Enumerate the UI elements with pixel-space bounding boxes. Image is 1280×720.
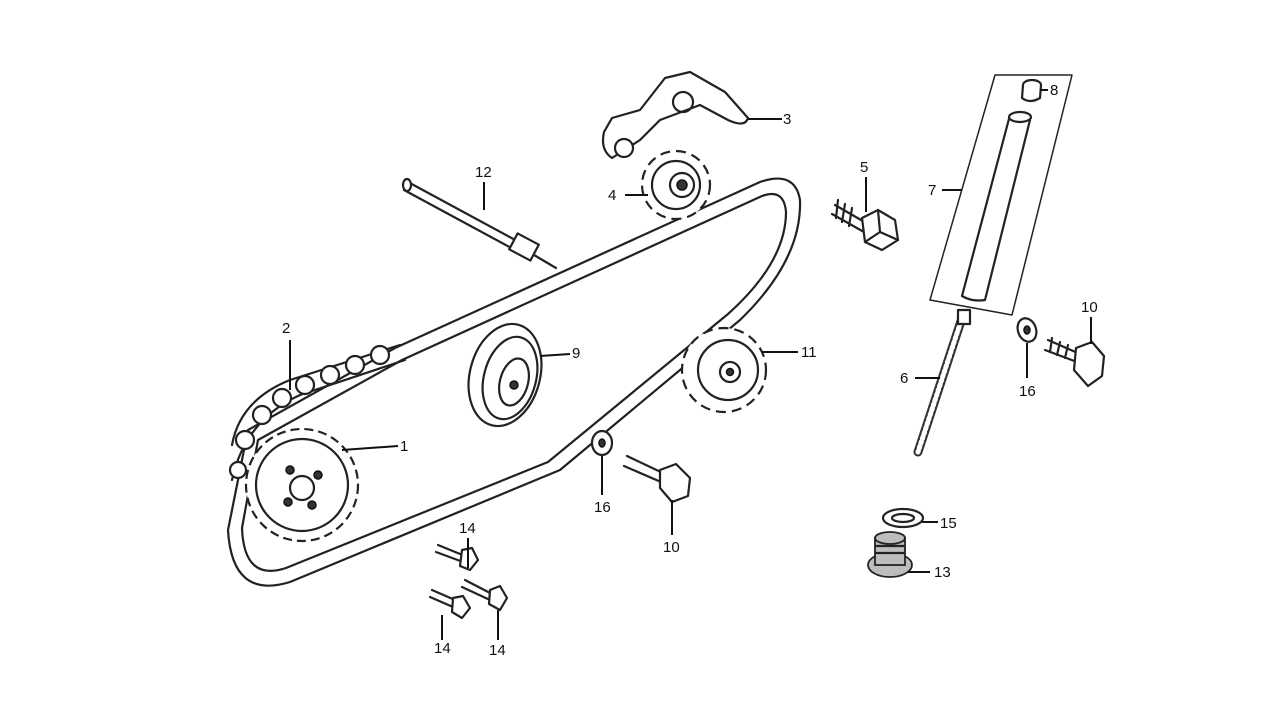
washer-16-center [590, 429, 614, 457]
tensioner-bracket [601, 70, 750, 160]
callout-9: 9 [572, 345, 580, 362]
plug-13 [867, 531, 913, 578]
callout-10a: 10 [1081, 299, 1098, 316]
callout-11: 11 [801, 344, 817, 361]
callout-2: 2 [282, 320, 290, 337]
callout-8: 8 [1050, 82, 1058, 99]
callout-7: 7 [928, 182, 936, 199]
callout-3: 3 [783, 111, 791, 128]
callout-14b: 14 [434, 640, 451, 657]
drive-sprocket [244, 427, 360, 543]
leader-lines [289, 89, 1092, 640]
tensioner-spring [913, 308, 972, 457]
bolt-14-c [428, 588, 472, 620]
bolt-5 [830, 198, 900, 252]
callout-12: 12 [475, 164, 492, 181]
bolt-10-center [622, 454, 692, 504]
callout-5: 5 [860, 159, 868, 176]
callouts: 1 2 3 4 5 6 7 8 9 10 10 11 12 13 14 14 1… [282, 82, 1098, 659]
callout-15: 15 [940, 515, 957, 532]
bolt-10-right [1043, 336, 1106, 388]
callout-1: 1 [400, 438, 408, 455]
washer-16-right [1016, 317, 1038, 343]
small-sprocket [640, 149, 712, 221]
tensioner-tube-assembly [929, 74, 1073, 316]
callout-16a: 16 [1019, 383, 1036, 400]
tensioner-shaft [401, 177, 558, 270]
cam-sprocket [680, 326, 768, 414]
chain-links-detail [228, 343, 407, 482]
callout-4: 4 [608, 187, 616, 204]
callout-13: 13 [934, 564, 951, 581]
bolt-14-a [434, 543, 480, 572]
bolt-14-b [460, 578, 509, 612]
gasket-15 [881, 507, 925, 529]
callout-14c: 14 [489, 642, 506, 659]
callout-16b: 16 [594, 499, 611, 516]
cam-chain-loop [226, 177, 802, 587]
guide-roller [467, 322, 543, 428]
callout-10b: 10 [663, 539, 680, 556]
callout-14a: 14 [459, 520, 476, 537]
callout-6: 6 [900, 370, 908, 387]
